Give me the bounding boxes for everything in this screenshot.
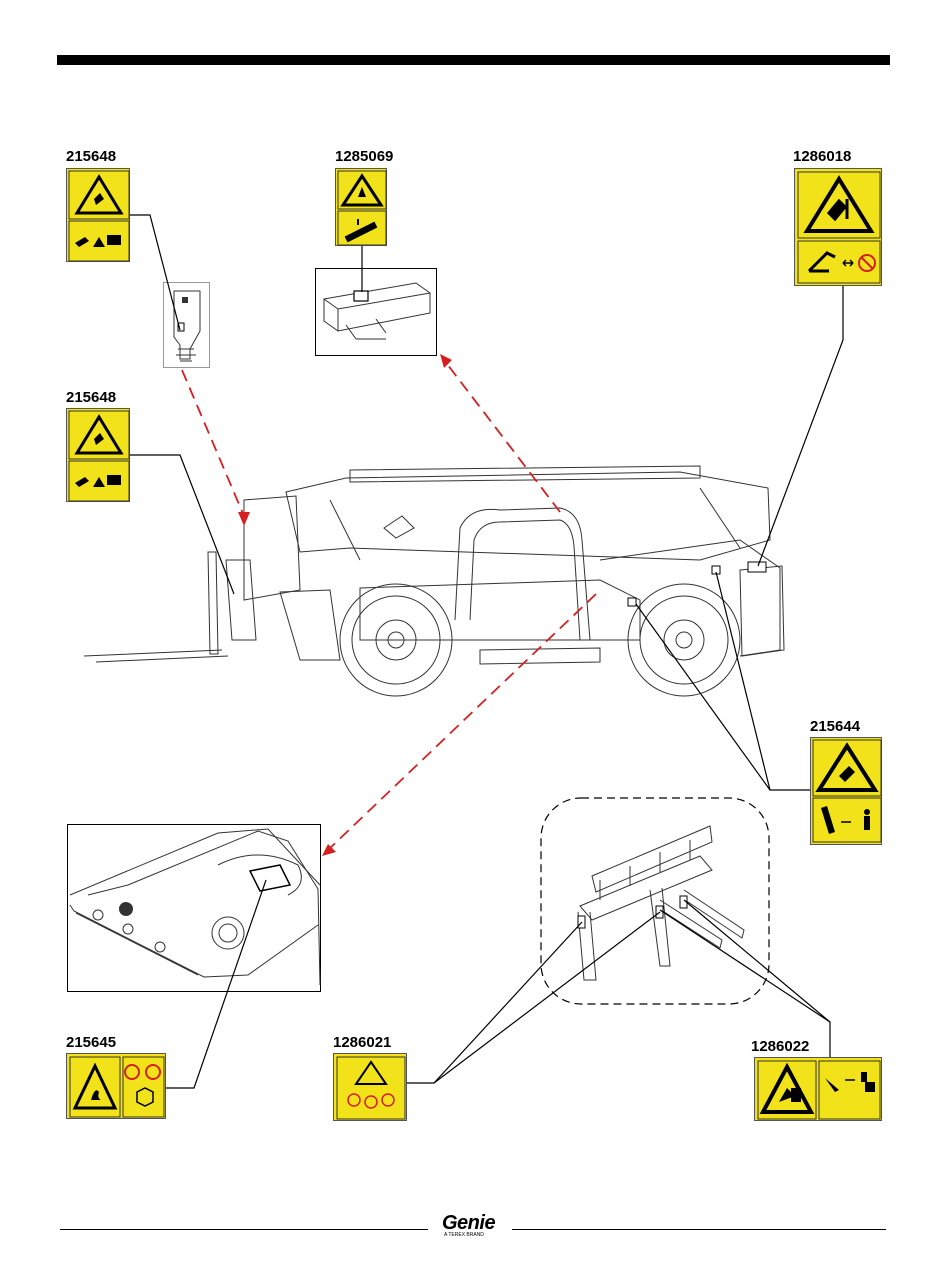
callout-arrows	[182, 360, 596, 850]
footer-rule-left	[60, 1229, 428, 1230]
genie-logo-tagline: A TEREX BRAND	[444, 1232, 484, 1238]
arrowheads	[238, 354, 452, 856]
fork-carriage-drawing	[578, 826, 744, 980]
leader-lines	[130, 215, 843, 1088]
telehandler-drawing	[84, 466, 784, 696]
footer-rule-right	[512, 1229, 886, 1230]
